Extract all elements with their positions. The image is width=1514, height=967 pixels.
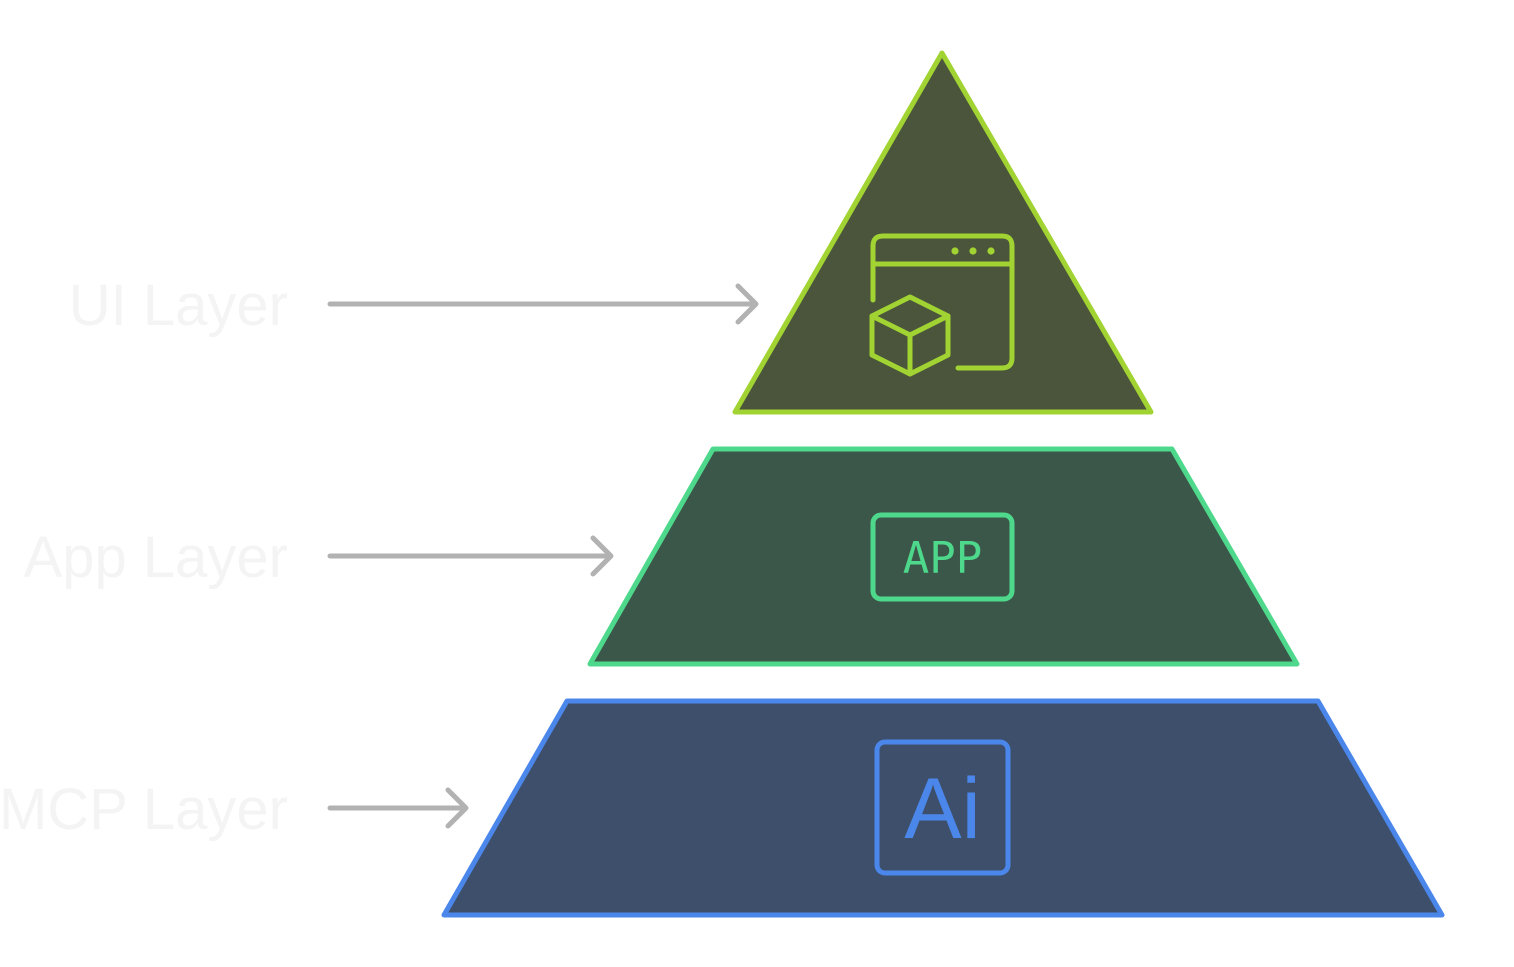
ai-badge-icon: Ai (874, 739, 1011, 876)
mcp-layer-arrow (327, 787, 469, 829)
app-layer-tier (587, 446, 1300, 667)
window-dots (951, 247, 995, 255)
app-layer-label: App Layer (24, 525, 288, 590)
app-badge-icon: APP (870, 512, 1015, 602)
ui-layer-label: UI Layer (69, 273, 288, 338)
mcp-layer: Ai (441, 698, 1445, 918)
ui-layer (732, 50, 1154, 415)
window-with-box-icon (869, 233, 1015, 377)
ai-badge-text: Ai (904, 761, 980, 857)
mcp-layer-label: MCP Layer (0, 777, 288, 842)
app-layer-arrow (327, 535, 614, 577)
app-layer: APP (587, 446, 1300, 667)
ui-layer-tier (732, 50, 1154, 415)
ui-layer-arrow (327, 283, 759, 325)
mcp-layer-tier (441, 698, 1445, 918)
app-badge-text: APP (903, 533, 982, 584)
